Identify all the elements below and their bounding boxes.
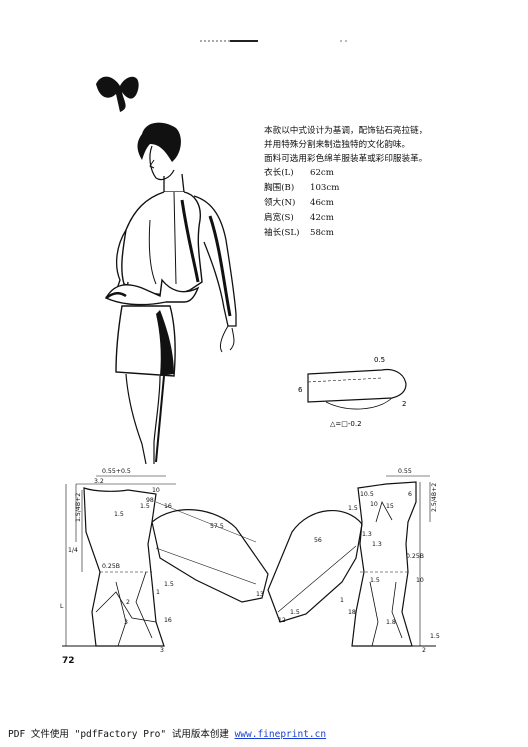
pattern-label: 15 xyxy=(386,503,394,510)
hand xyxy=(219,325,235,353)
pattern-label: 13 xyxy=(256,591,264,598)
front-bodice xyxy=(351,481,417,647)
pattern-label: 1 xyxy=(340,597,344,604)
fashion-illustration xyxy=(96,76,237,465)
pattern-label: 1 xyxy=(156,589,160,596)
description-line: 并用特殊分割来制造独特的文化韵味。 xyxy=(264,140,411,151)
measurement-specs: 衣长(L) 62cm 胸围(B) 103cm 领大(N) 46cm 肩宽(S) 42cm… xyxy=(264,166,339,241)
pattern-label: 12 xyxy=(278,617,286,624)
pattern-label: 10.5 xyxy=(360,491,374,498)
pattern-label: 0.55 xyxy=(398,468,412,475)
pattern-label: 1.3 xyxy=(372,541,382,548)
description-line: 面料可选用彩色绵羊服装革或彩印服装革。 xyxy=(264,154,428,165)
spec-label: 领大(N) xyxy=(264,198,296,208)
pdf-footer: PDF 文件使用 "pdfFactory Pro" 试用版本创建 www.fin… xyxy=(8,726,326,740)
peplum xyxy=(105,278,200,306)
collar-right-label: 2 xyxy=(402,400,406,408)
pattern-label: 18 xyxy=(348,609,356,616)
footer-link[interactable]: www.fineprint.cn xyxy=(234,729,327,740)
spec-value: 62cm xyxy=(310,168,334,178)
collar-top-label: 0.5 xyxy=(374,356,385,364)
collar-formula: △=□-0.2 xyxy=(330,420,362,428)
spec-row: 袖长(SL) 58cm xyxy=(264,226,339,241)
pattern-label: 3 xyxy=(124,619,128,626)
spec-row: 胸围(B) 103cm xyxy=(264,181,339,196)
pattern-label: 10 xyxy=(152,487,160,494)
front-sleeve xyxy=(267,510,363,623)
pattern-label: 1.5/4B+2 xyxy=(75,493,82,522)
pattern-label: 1.5 xyxy=(140,503,150,510)
hair xyxy=(137,122,181,162)
pattern-label: 3.2 xyxy=(94,478,104,485)
pattern-label: 3 xyxy=(160,647,164,654)
legs xyxy=(125,373,161,465)
pattern-label: 2.5/4B+2 xyxy=(431,483,438,512)
pattern-label: 1/4 xyxy=(68,547,78,554)
pattern-label: 16 xyxy=(164,503,172,510)
pattern-label: 0.25B xyxy=(406,553,424,560)
pattern-label: 98 xyxy=(146,497,154,504)
face xyxy=(149,145,175,181)
description-line: 本款以中式设计为基调，配饰钻石亮拉链， xyxy=(264,126,428,136)
right-arm xyxy=(193,195,237,327)
pattern-label: 1.5 xyxy=(348,505,358,512)
pattern-label: 1.5 xyxy=(290,609,300,616)
footer-text: PDF 文件使用 "pdfFactory Pro" 试用版本创建 xyxy=(8,729,235,740)
spec-label: 胸围(B) xyxy=(264,183,295,193)
collar xyxy=(163,173,185,193)
spec-label: 肩宽(S) xyxy=(264,213,294,223)
pattern-label: 1.3 xyxy=(362,531,372,538)
collar-pattern-diagram: 0.5 6 2 △=□-0.2 xyxy=(298,356,407,428)
pattern-draft-diagram: 0.55+0.5 3.2 1.5 10 1.5 16 98 1.5/4B+2 1… xyxy=(60,468,440,654)
spec-row: 衣长(L) 62cm xyxy=(264,166,339,181)
pattern-label: L xyxy=(60,603,64,610)
back-bodice xyxy=(83,487,165,647)
back-sleeve xyxy=(151,509,269,603)
pattern-label: 0.25B xyxy=(102,563,120,570)
design-description: 本款以中式设计为基调，配饰钻石亮拉链， 并用特殊分割来制造独特的文化韵味。 面料… xyxy=(264,124,514,167)
spec-row: 肩宽(S) 42cm xyxy=(264,211,339,226)
pattern-label: 1.5 xyxy=(164,581,174,588)
spec-value: 58cm xyxy=(310,228,334,238)
pattern-label: 0.55+0.5 xyxy=(102,468,131,475)
header-scan-mark xyxy=(200,40,350,42)
collar-left-label: 6 xyxy=(298,386,303,394)
spec-value: 46cm xyxy=(310,198,334,208)
spec-label: 袖长(SL) xyxy=(264,228,300,238)
pattern-label: 57.5 xyxy=(210,523,224,530)
pattern-label: 1.5 xyxy=(114,511,124,518)
pattern-label: 2 xyxy=(126,599,130,606)
pattern-label: 6 xyxy=(408,491,412,498)
pattern-label: 16 xyxy=(164,617,172,624)
pattern-label: 1.5 xyxy=(430,633,440,640)
pattern-label: 1.8 xyxy=(386,619,396,626)
pattern-label: 1.5 xyxy=(370,577,380,584)
spec-label: 衣长(L) xyxy=(264,168,294,178)
pattern-label: 10 xyxy=(370,501,378,508)
spec-value: 42cm xyxy=(310,213,334,223)
pattern-label: 2 xyxy=(422,647,426,654)
pattern-label: 10 xyxy=(416,577,424,584)
spec-value: 103cm xyxy=(310,183,340,193)
spec-row: 领大(N) 46cm xyxy=(264,196,339,211)
page-number: 72 xyxy=(62,656,75,666)
pattern-label: 56 xyxy=(314,537,322,544)
bow-ornament xyxy=(96,76,139,112)
